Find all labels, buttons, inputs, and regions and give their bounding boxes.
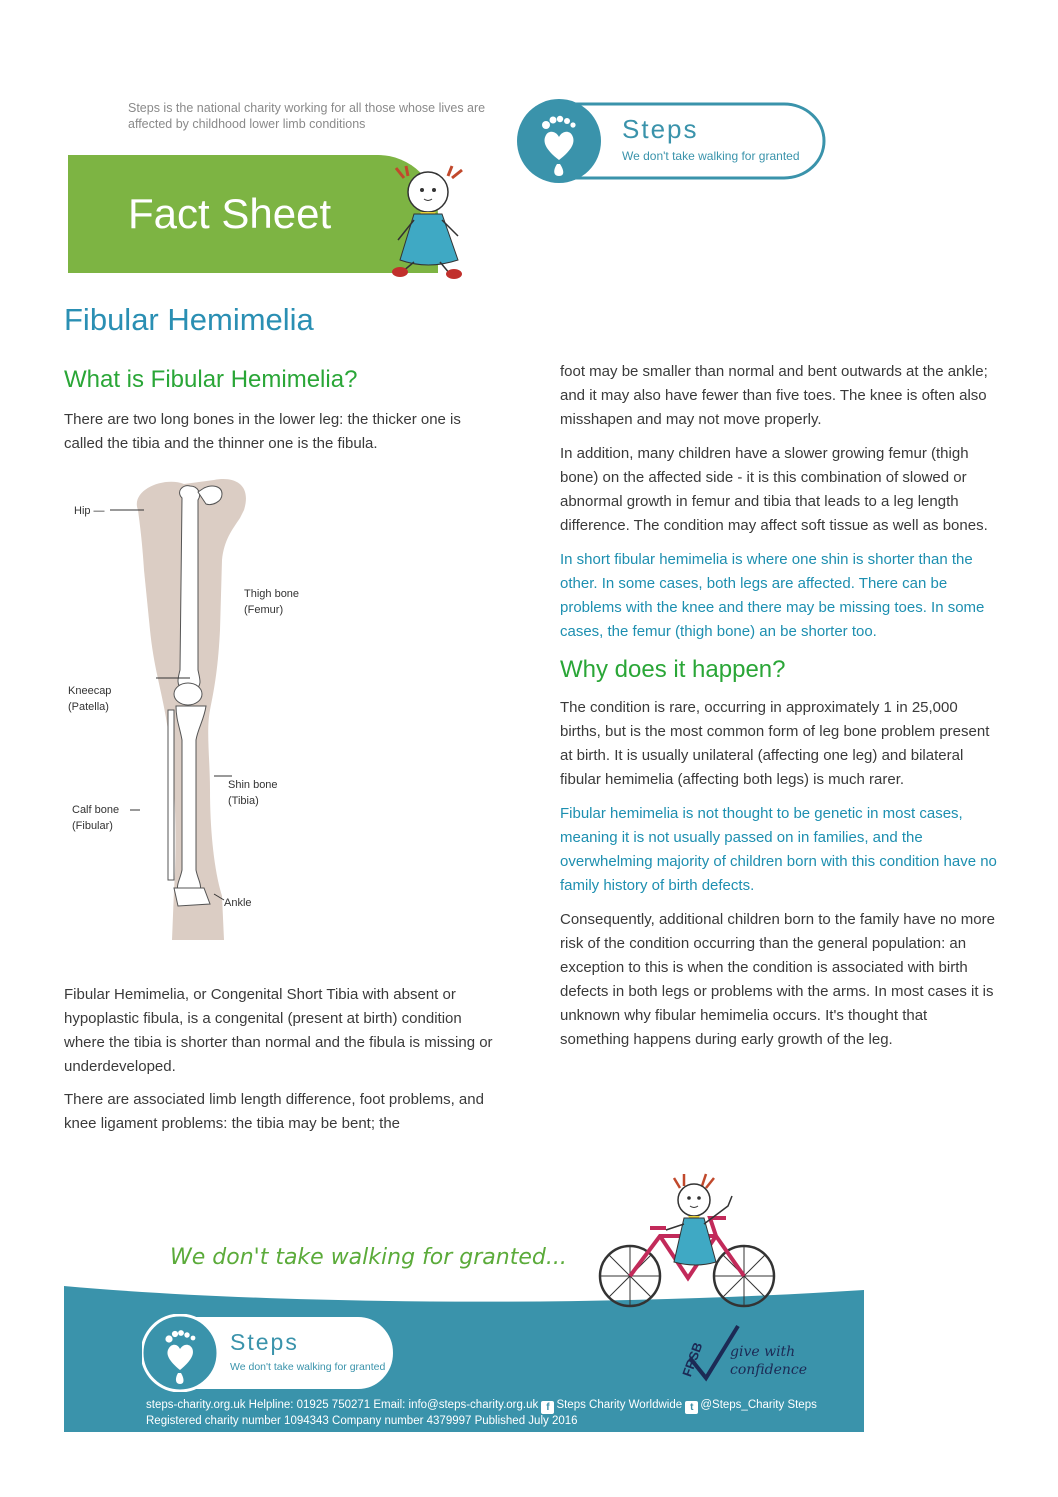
footer-logo-slogan: We don't take walking for granted (230, 1361, 385, 1373)
badge-line1: give with (730, 1344, 795, 1360)
steps-logo-top: Steps We don't take walking for granted (517, 99, 826, 183)
check-mark-icon (688, 1324, 740, 1382)
footprint-heart-icon (165, 1330, 196, 1384)
label-shin-bone: Shin bone (228, 779, 278, 791)
fact-sheet-title: Fact Sheet (128, 190, 332, 237)
footer-logo-name: Steps (230, 1329, 299, 1355)
definition-paragraph: Fibular Hemimelia, or Congenital Short T… (64, 986, 493, 1075)
rarity-paragraph: The condition is rare, occurring in appr… (560, 699, 990, 788)
femur-paragraph: In addition, many children have a slower… (560, 445, 988, 534)
label-calf-bone: Calf bone (72, 804, 119, 816)
logo-slogan: We don't take walking for granted (622, 149, 800, 163)
label-ankle: Ankle (224, 897, 252, 909)
facebook-link[interactable]: Steps Charity Worldwide (556, 1399, 683, 1411)
facebook-icon[interactable]: f (541, 1401, 555, 1414)
what-is-heading: What is Fibular Hemimelia? (64, 366, 358, 393)
label-tibia: (Tibia) (228, 795, 259, 807)
label-fibular: (Fibular) (72, 820, 113, 832)
footprint-heart-icon (542, 115, 576, 176)
footer-contact: steps-charity.org.uk Helpline: 01925 750… (146, 1399, 817, 1414)
label-hip: Hip — (74, 505, 105, 517)
twitter-link[interactable]: @Steps_Charity Steps (700, 1399, 817, 1411)
label-femur: (Femur) (244, 604, 283, 616)
intro-paragraph: There are two long bones in the lower le… (64, 411, 461, 452)
contact-details[interactable]: steps-charity.org.uk Helpline: 01925 750… (146, 1399, 539, 1411)
leg-bones-diagram: Hip — Thigh bone (Femur) Kneecap (Patell… (68, 479, 299, 940)
why-heading: Why does it happen? (560, 656, 786, 683)
fact-sheet-banner (68, 155, 438, 273)
header-tagline: Steps is the national charity working fo… (128, 101, 486, 131)
page-title: Fibular Hemimelia (64, 302, 314, 337)
genetic-highlight-paragraph: Fibular hemimelia is not thought to be g… (560, 805, 997, 894)
fundraising-standards-badge: FRSB give with confidence (679, 1324, 807, 1382)
risk-paragraph: Consequently, additional children born t… (560, 911, 995, 1048)
sitting-girl-illustration (392, 165, 463, 279)
right-column: foot may be smaller than normal and bent… (560, 360, 1000, 1062)
label-thigh-bone: Thigh bone (244, 588, 299, 600)
twitter-icon[interactable]: t (685, 1401, 699, 1414)
associated-problems-paragraph: There are associated limb length differe… (64, 1091, 484, 1132)
summary-highlight-paragraph: In short fibular hemimelia is where one … (560, 551, 985, 640)
label-kneecap: Kneecap (68, 685, 111, 697)
cycling-girl-illustration (598, 1173, 776, 1308)
logo-name: Steps (622, 114, 699, 144)
footer-registration: Registered charity number 1094343 Compan… (146, 1415, 578, 1427)
foot-paragraph: foot may be smaller than normal and bent… (560, 363, 988, 428)
steps-logo-footer: Steps We don't take walking for granted (142, 1314, 393, 1392)
label-patella: (Patella) (68, 701, 109, 713)
footer-slogan: We don't take walking for granted... (170, 1245, 567, 1270)
badge-line2: confidence (730, 1362, 807, 1378)
